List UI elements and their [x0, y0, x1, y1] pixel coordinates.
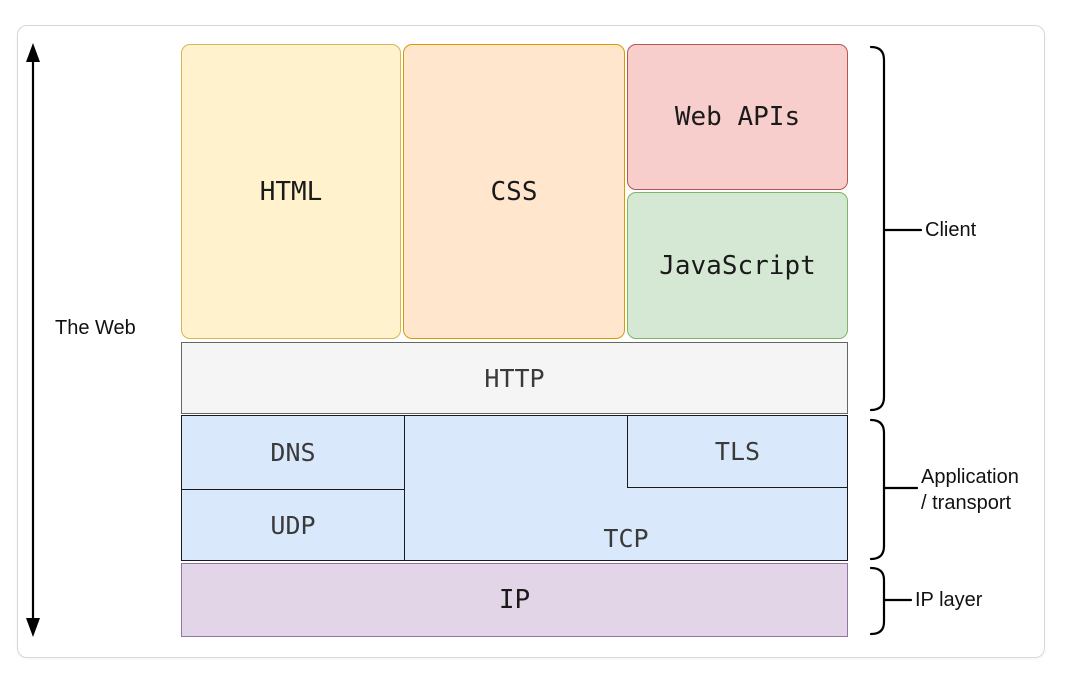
box-css: CSS: [403, 44, 625, 339]
ip-layer-group-label: IP layer: [915, 589, 983, 611]
box-ip: IP: [181, 563, 848, 637]
app-transport-group-label: Application / transport: [921, 464, 1019, 516]
box-html: HTML: [181, 44, 401, 339]
box-css-label: CSS: [490, 176, 538, 207]
box-javascript: JavaScript: [627, 192, 848, 339]
box-http-label: HTTP: [484, 363, 545, 393]
box-ip-label: IP: [498, 585, 531, 615]
box-tls: TLS: [627, 415, 848, 488]
box-http: HTTP: [181, 342, 848, 414]
box-web-apis: Web APIs: [627, 44, 848, 190]
box-tcp-label: TCP: [603, 524, 649, 553]
app-transport-label-line2: / transport: [921, 492, 1012, 514]
box-web-apis-label: Web APIs: [674, 102, 801, 132]
app-transport-label-line1: Application: [921, 466, 1019, 488]
the-web-label: The Web: [55, 317, 136, 339]
box-html-label: HTML: [259, 176, 323, 207]
box-dns-label: DNS: [270, 438, 316, 467]
client-group-label: Client: [925, 219, 977, 241]
box-dns: DNS: [181, 415, 405, 490]
box-udp: UDP: [181, 489, 405, 561]
box-tls-label: TLS: [714, 437, 761, 466]
box-javascript-label: JavaScript: [659, 250, 816, 281]
box-udp-label: UDP: [270, 510, 316, 540]
